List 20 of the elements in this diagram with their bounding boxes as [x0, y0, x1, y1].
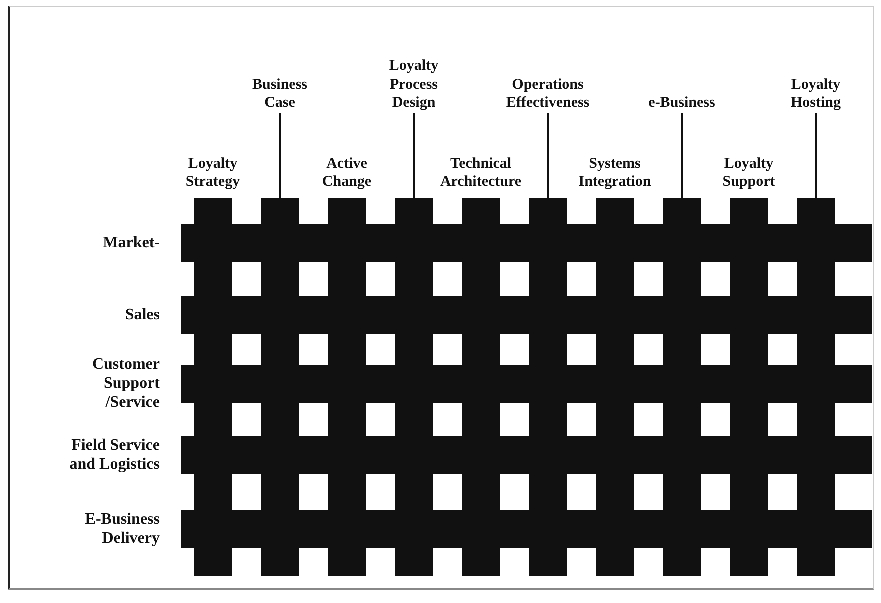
row-label: Sales	[124, 305, 160, 325]
column-label: Operations Effectiveness	[493, 76, 603, 113]
leader-line	[413, 113, 415, 198]
row-label: Customer Support /Service	[91, 355, 160, 413]
row-label: Field Service and Logistics	[68, 436, 160, 474]
column-label: Loyalty Support	[709, 154, 789, 192]
column-label: Loyalty Process Design	[374, 56, 454, 113]
leader-line	[681, 113, 683, 198]
leader-line	[815, 113, 817, 198]
row-label: Market-	[102, 233, 160, 253]
column-label: Active Change	[312, 154, 382, 192]
column-label: Loyalty Strategy	[173, 154, 253, 192]
leader-line	[279, 113, 281, 198]
column-label: Technical Architecture	[431, 154, 531, 192]
row-label: E-Business Delivery	[84, 510, 160, 548]
column-label: Systems Integration	[570, 154, 660, 192]
column-label: Loyalty Hosting	[781, 76, 851, 113]
column-label: e-Business	[637, 94, 727, 113]
leader-line	[547, 113, 549, 198]
column-label: Business Case	[240, 76, 320, 113]
